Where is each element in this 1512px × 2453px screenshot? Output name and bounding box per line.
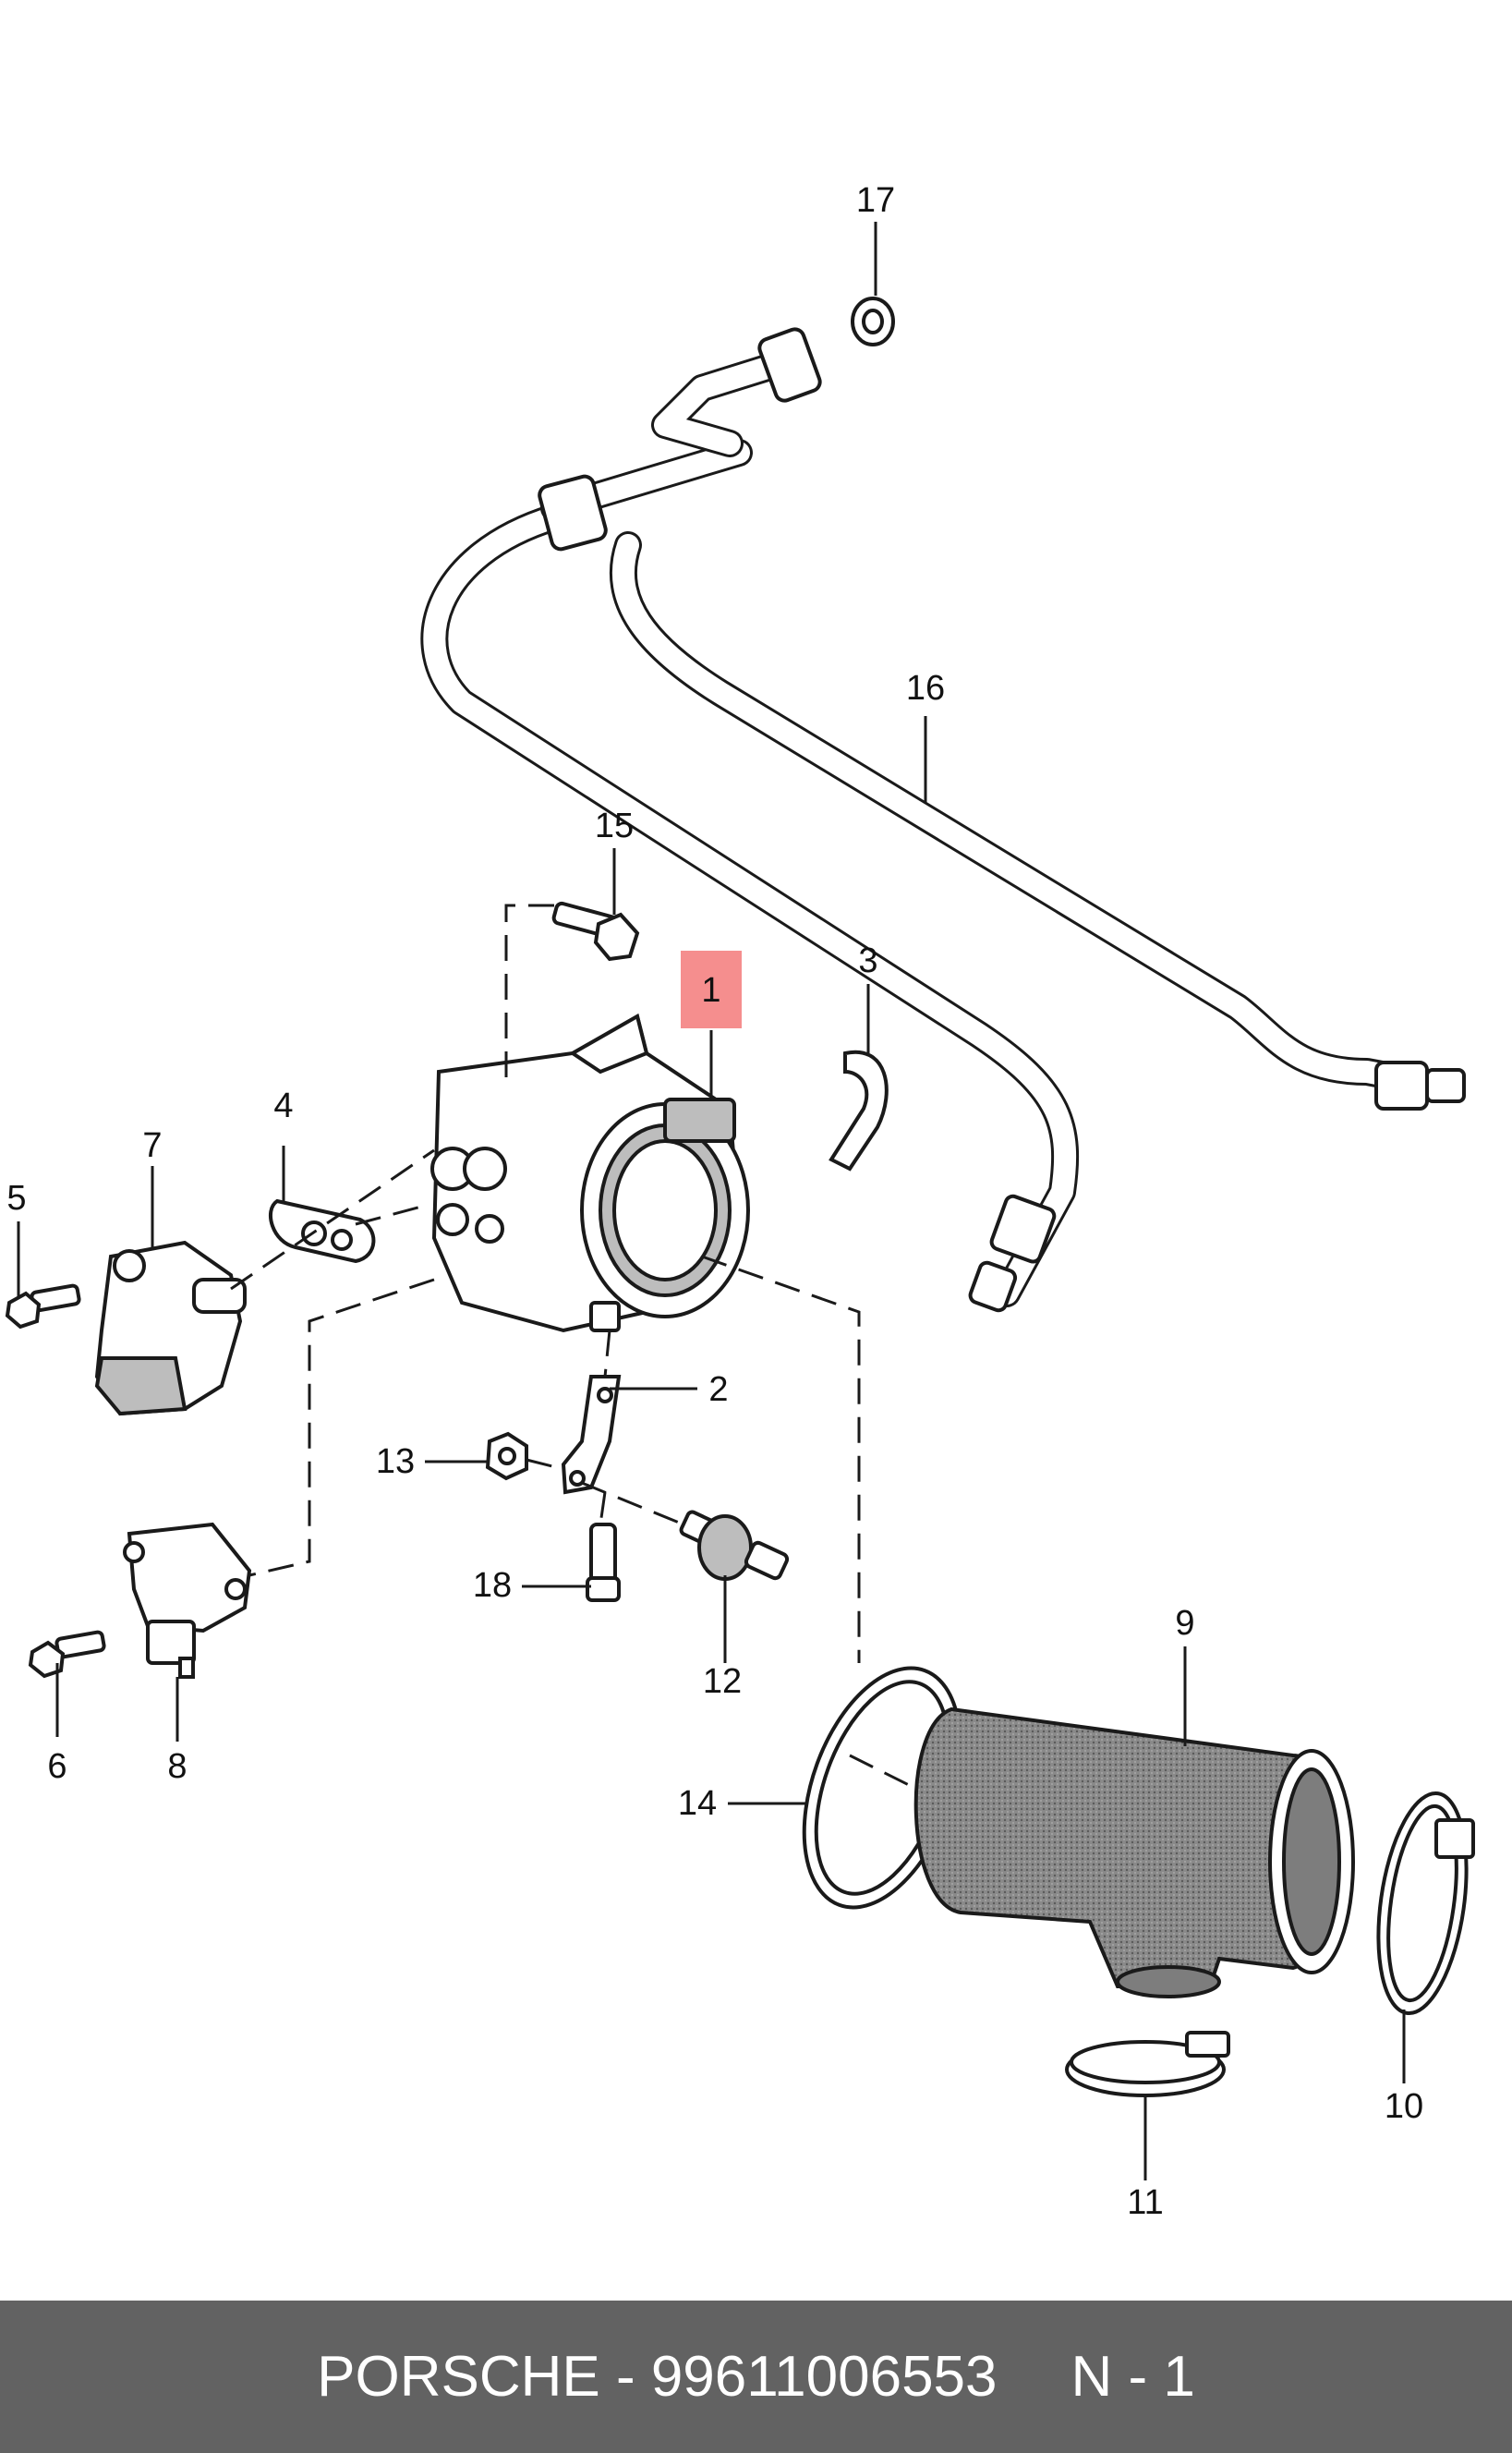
callout-12[interactable]: 12: [702, 1662, 743, 1701]
callout-7[interactable]: 7: [142, 1126, 163, 1165]
bracket-3[interactable]: [829, 1050, 889, 1172]
footer-bar: PORSCHE - 99611006553 N - 1: [0, 2301, 1512, 2453]
callout-4[interactable]: 4: [273, 1087, 294, 1125]
callout-13[interactable]: 13: [375, 1442, 416, 1481]
callout-14[interactable]: 14: [677, 1784, 718, 1823]
callout-8[interactable]: 8: [167, 1747, 187, 1786]
callout-2[interactable]: 2: [708, 1370, 729, 1409]
callout-6[interactable]: 6: [47, 1747, 67, 1786]
callout-1[interactable]: 1: [701, 971, 721, 1010]
leader-lines: [17, 222, 1406, 2180]
callout-3[interactable]: 3: [858, 941, 878, 980]
clamp-11[interactable]: [1065, 2031, 1230, 2097]
highlighted-part-marker: [681, 951, 742, 1028]
nut-13[interactable]: [485, 1431, 528, 1481]
bolt-6[interactable]: [28, 1630, 106, 1679]
bracket-2[interactable]: [561, 1375, 622, 1495]
intake-boot-9[interactable]: [913, 1706, 1355, 1998]
clip-17[interactable]: [851, 297, 895, 346]
footer-brand-part-number: PORSCHE - 99611006553: [317, 2345, 998, 2409]
bolt-5[interactable]: [5, 1283, 81, 1330]
throttle-body-1[interactable]: [430, 1013, 750, 1333]
bolt-15[interactable]: [551, 901, 640, 962]
assembly-guide-lines: [230, 904, 915, 1790]
callout-5[interactable]: 5: [6, 1179, 27, 1218]
valve-7[interactable]: [94, 1240, 247, 1416]
screw-18[interactable]: [586, 1523, 621, 1602]
gasket-4[interactable]: [268, 1198, 376, 1264]
callout-16[interactable]: 16: [905, 669, 946, 708]
exploded-parts-diagram: [5, 222, 1480, 2180]
footer-page-indicator: N - 1: [1070, 2345, 1195, 2409]
clamp-10[interactable]: [1366, 1788, 1480, 2019]
sensor-8[interactable]: [123, 1522, 252, 1679]
callout-18[interactable]: 18: [472, 1566, 513, 1605]
callout-10[interactable]: 10: [1384, 2087, 1424, 2126]
hose-assembly-16[interactable]: [420, 327, 1466, 1313]
callout-9[interactable]: 9: [1175, 1604, 1195, 1643]
callout-11[interactable]: 11: [1127, 2183, 1164, 2222]
callout-15[interactable]: 15: [594, 807, 635, 845]
sensor-12[interactable]: [679, 1510, 790, 1581]
callout-17[interactable]: 17: [855, 181, 896, 220]
